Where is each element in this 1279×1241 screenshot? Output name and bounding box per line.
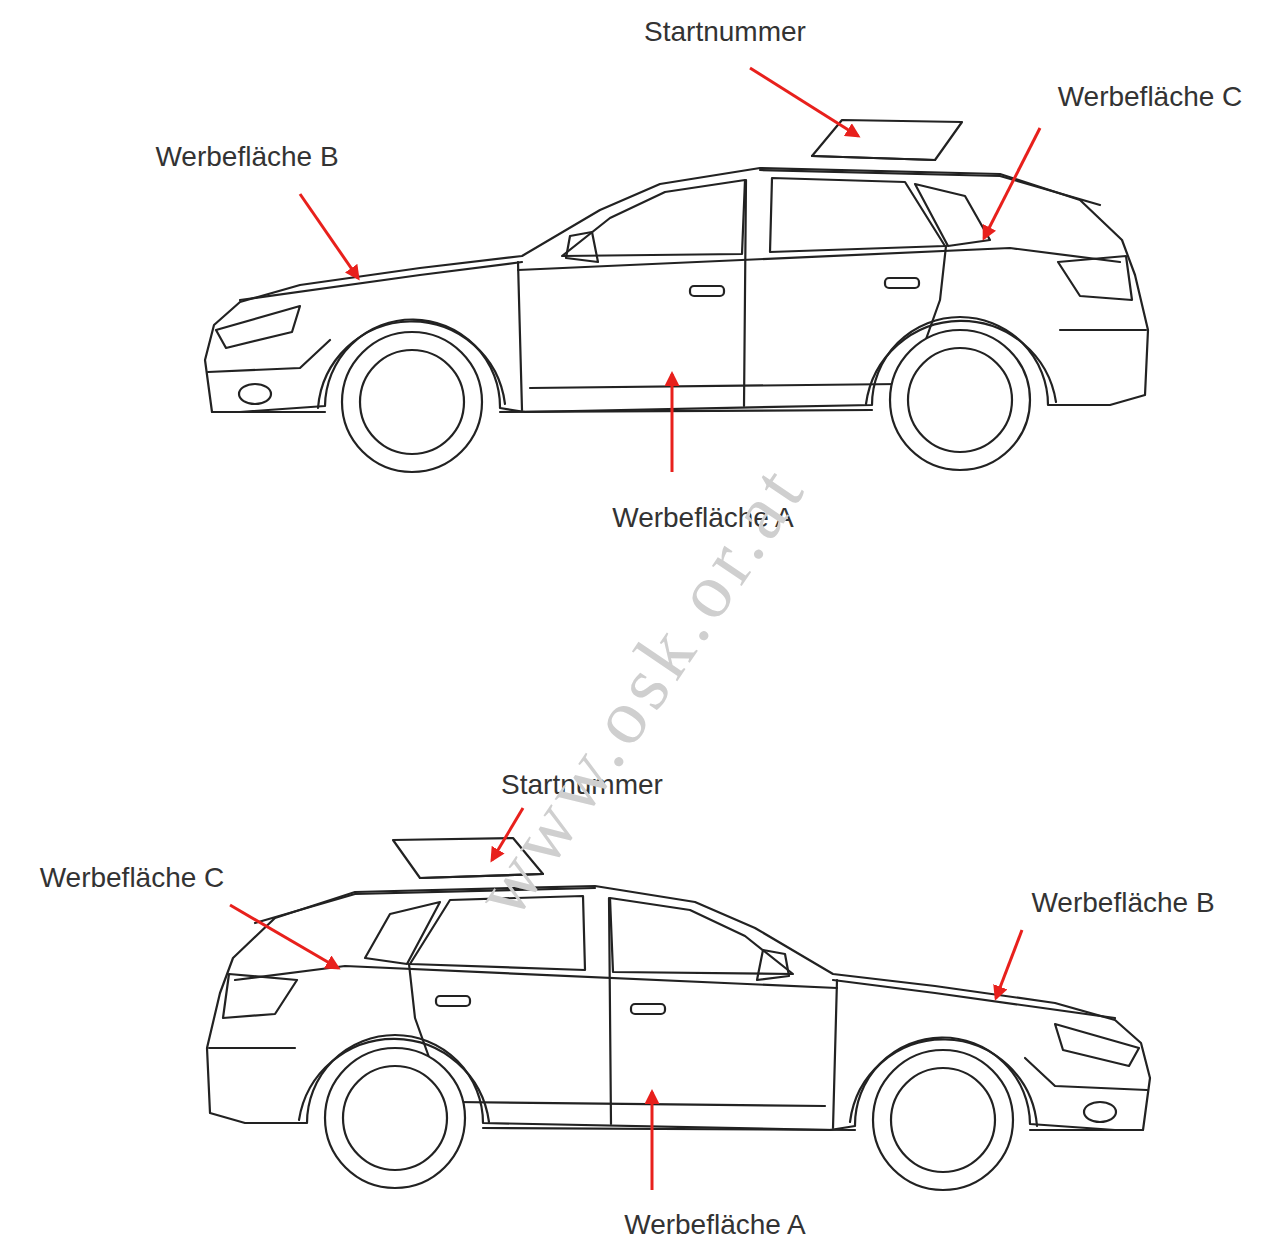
callout-label: Werbefläche A bbox=[624, 1210, 806, 1241]
car-side-right bbox=[207, 838, 1150, 1190]
callout-label: Startnummer bbox=[644, 17, 806, 48]
callout-label: Werbefläche C bbox=[1058, 82, 1243, 113]
callout-label: Werbefläche C bbox=[40, 863, 225, 894]
car-side-left bbox=[205, 120, 1148, 472]
callout-label: Werbefläche B bbox=[1031, 888, 1214, 919]
leader-arrows bbox=[230, 68, 1040, 1190]
callout-label: Werbefläche B bbox=[155, 142, 338, 173]
